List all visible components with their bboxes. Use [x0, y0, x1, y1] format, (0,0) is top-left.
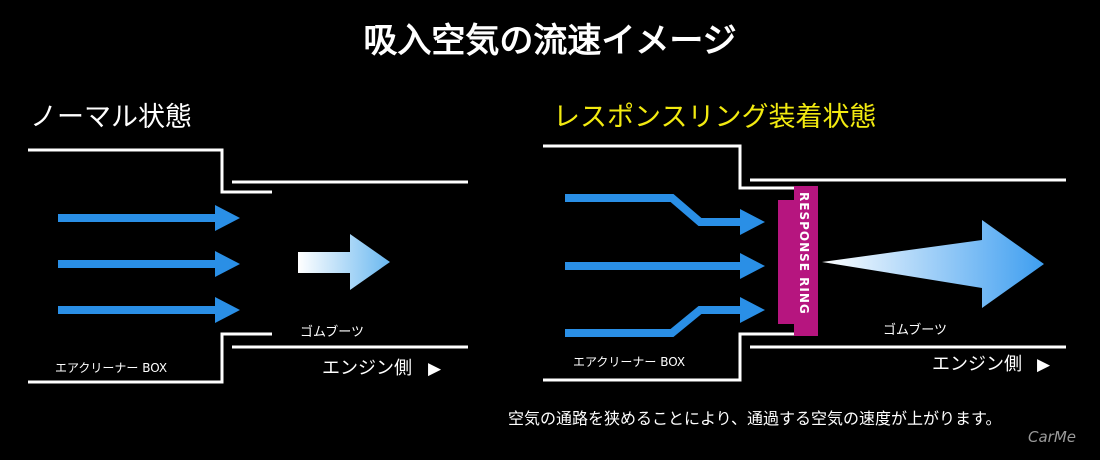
normal-state-heading: ノーマル状態: [30, 102, 192, 133]
normal-intake-arrows: [58, 205, 240, 323]
normal-air-cleaner-box-label: エアクリーナー BOX: [55, 361, 167, 375]
ring-air-cleaner-box-label: エアクリーナー BOX: [573, 355, 685, 369]
diagram-title: 吸入空気の流速イメージ: [363, 21, 736, 61]
normal-velocity-arrow: [298, 234, 390, 290]
ring-engine-side-label: エンジン側: [932, 354, 1022, 375]
normal-engine-side-arrow-icon: ▶: [428, 359, 442, 379]
normal-flow-arrow: [58, 251, 240, 277]
carme-watermark: CarMe: [1028, 428, 1076, 446]
ring-engine-side-arrow-icon: ▶: [1037, 355, 1051, 375]
normal-engine-side-label: エンジン側: [322, 358, 412, 379]
ring-flow-arrow-top: [565, 194, 765, 235]
normal-flow-arrow: [58, 205, 240, 231]
normal-rubber-boot-label: ゴムブーツ: [300, 324, 364, 340]
response-ring: RESPONSE RING: [778, 186, 818, 336]
ring-intake-arrows: [565, 194, 765, 337]
caption: 空気の通路を狭めることにより、通過する空気の速度が上がります。: [508, 409, 1001, 428]
response-ring-label: RESPONSE RING: [797, 192, 811, 315]
ring-state-heading: レスポンスリング装着状態: [553, 102, 876, 133]
normal-flow-arrow: [58, 297, 240, 323]
ring-velocity-arrow: [822, 220, 1044, 308]
ring-air-cleaner-box-outline: [543, 144, 1066, 382]
normal-air-cleaner-box-outline: [28, 148, 468, 384]
ring-flow-arrow-bottom: [565, 297, 765, 337]
ring-flow-arrow-middle: [565, 253, 765, 279]
ring-rubber-boot-label: ゴムブーツ: [883, 322, 947, 338]
